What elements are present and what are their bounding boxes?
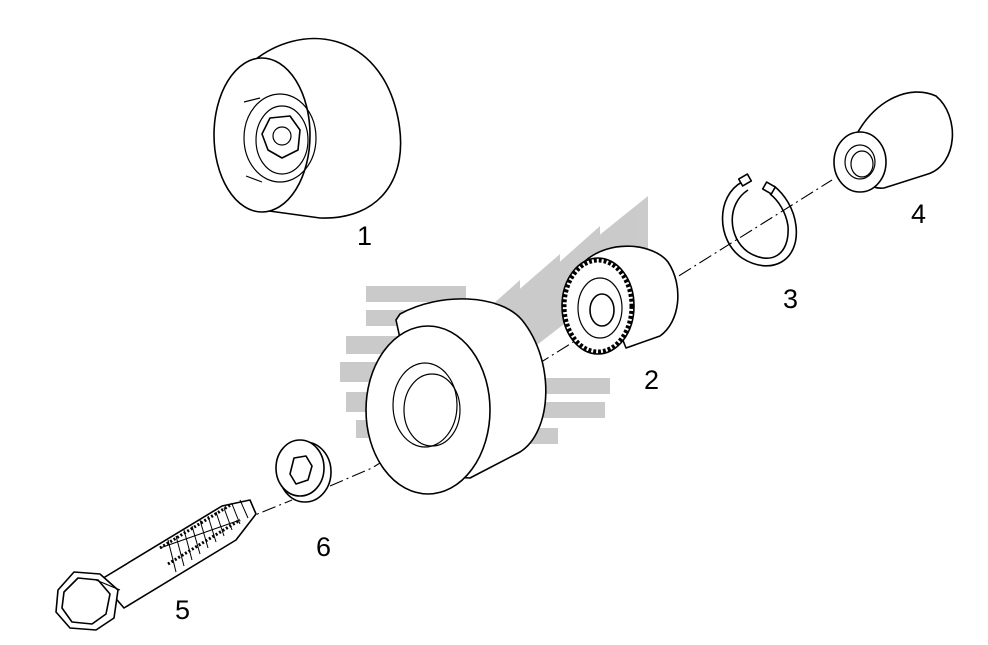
part-6-washer xyxy=(275,439,332,503)
part-4-bushing xyxy=(833,91,954,193)
callout-part-6: 6 xyxy=(316,532,332,562)
callout-part-3: 3 xyxy=(783,284,799,314)
callout-part-2: 2 xyxy=(644,365,660,395)
callout-part-4: 4 xyxy=(911,199,927,229)
part-5-hex-bolt xyxy=(55,499,257,631)
part-3-retaining-ring xyxy=(721,173,798,267)
callout-part-5: 5 xyxy=(175,595,191,625)
callout-part-1: 1 xyxy=(357,221,373,251)
part-1-roller-assembly xyxy=(213,37,402,219)
part-2-roller-with-bearing xyxy=(365,245,679,495)
